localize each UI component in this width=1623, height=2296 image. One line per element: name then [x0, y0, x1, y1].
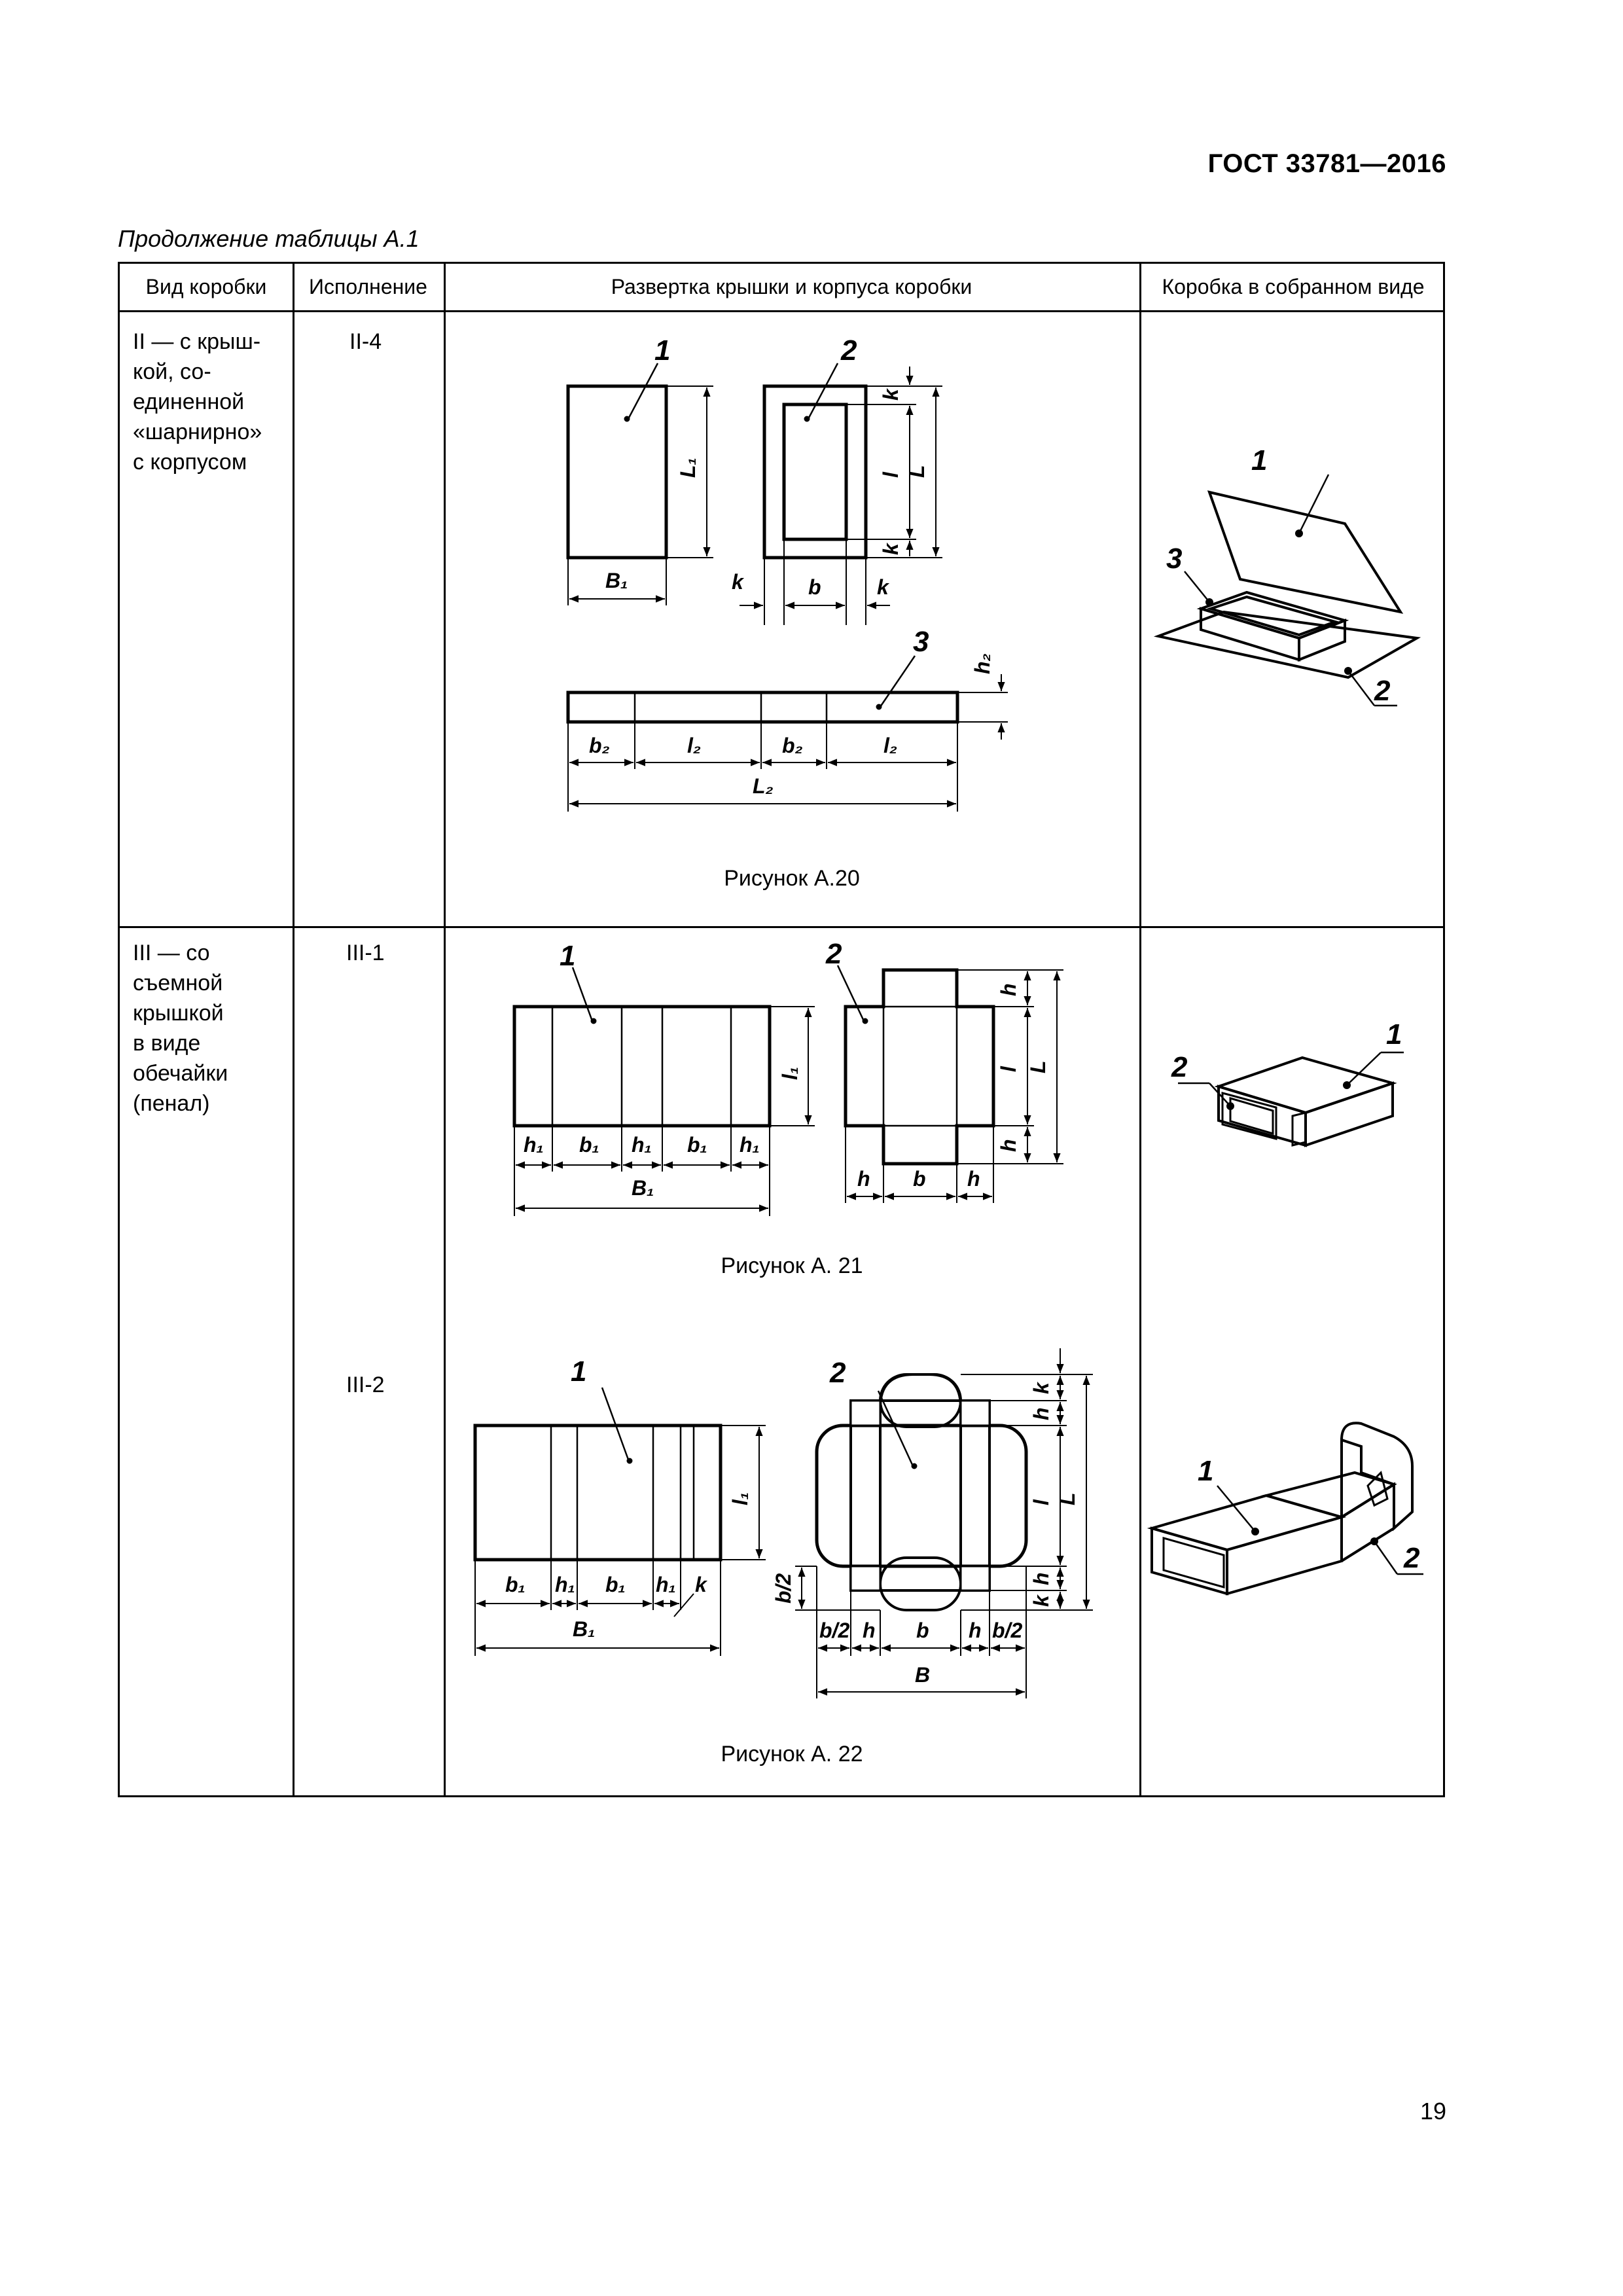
- column-header-box-type: Вид коробки: [145, 274, 267, 298]
- table-divider: [120, 926, 1443, 928]
- document-code: ГОСТ 33781—2016: [1207, 149, 1446, 178]
- table-divider: [293, 264, 294, 1795]
- column-header-variant: Исполнение: [309, 274, 427, 298]
- table-divider: [444, 264, 446, 1795]
- table: Вид коробки Исполнение Развертка крышки …: [118, 262, 1445, 1797]
- column-header-unfolding: Развертка крышки и корпуса коробки: [611, 274, 972, 298]
- variant-cell: III-1: [346, 941, 385, 965]
- figure-caption: Рисунок А. 21: [721, 1253, 863, 1278]
- box-type-cell: II — с крыш- кой, со- единенной «шарнирн…: [133, 329, 262, 475]
- figure-caption: Рисунок А. 22: [721, 1742, 863, 1767]
- variant-cell: II-4: [349, 329, 382, 354]
- page-number: 19: [1419, 2098, 1446, 2125]
- column-header-assembled: Коробка в собранном виде: [1162, 274, 1425, 298]
- box-type-cell: III — со съемной крышкой в виде обечайки…: [133, 941, 228, 1116]
- variant-cell: III-2: [346, 1372, 385, 1397]
- table-caption: Продолжение таблицы А.1: [118, 225, 419, 252]
- figure-caption: Рисунок А.20: [724, 866, 860, 891]
- table-divider: [1139, 264, 1141, 1795]
- table-divider: [120, 310, 1443, 312]
